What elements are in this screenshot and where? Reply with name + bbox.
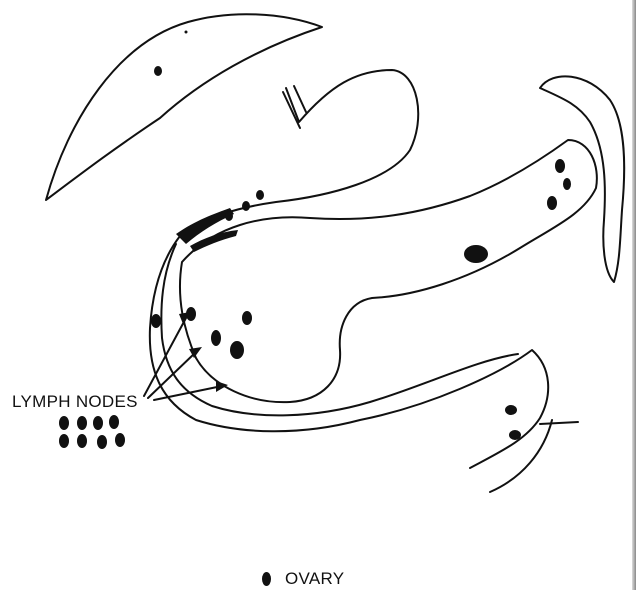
ovary-dot-icon <box>151 314 161 328</box>
ovary-dot-icon <box>77 434 87 448</box>
ovary-dot-icon <box>563 178 571 190</box>
middle-loop-outline <box>161 244 518 415</box>
lower-right-stub <box>540 422 578 424</box>
liver-outline <box>46 14 322 200</box>
ovary-dot-icon <box>555 159 565 173</box>
ovary-dot-icon <box>509 430 521 440</box>
duct-line-1 <box>283 92 300 128</box>
lower-right-outline <box>490 420 552 492</box>
ovary-dot-icon <box>154 66 162 76</box>
ovary-dot-icon <box>242 311 252 325</box>
ovary-dot-icon <box>464 245 488 263</box>
ovary-dot-icon <box>59 434 69 448</box>
ovary-dot-icon <box>59 416 69 430</box>
ovary-dot-icon <box>109 415 119 429</box>
inner-organ-outline <box>180 140 597 402</box>
ovary-dot-icon <box>547 196 557 210</box>
scan-edge <box>632 0 636 590</box>
ovary-dot-icon <box>262 572 271 586</box>
ovary-dot-icon <box>186 307 196 321</box>
ovary-dot-icon <box>230 341 244 359</box>
lymph-nodes-label: LYMPH NODES <box>12 392 138 412</box>
ovary-dot-icon <box>505 405 517 415</box>
outer-loop-outline <box>150 236 548 468</box>
right-hook-outline <box>540 76 624 282</box>
ovary-dot-icon <box>256 190 264 200</box>
ovary-dot-icon <box>211 330 221 346</box>
tiny-mark <box>185 31 188 34</box>
ovary-dot-icon <box>93 416 103 430</box>
ovary-dot-icon <box>242 201 250 211</box>
ovary-dot-icon <box>97 435 107 449</box>
duct-line-2 <box>294 86 306 112</box>
ovary-dot-icon <box>77 416 87 430</box>
ovary-legend: OVARY <box>262 568 344 589</box>
ovary-legend-text: OVARY <box>285 569 344 589</box>
ovary-dot-icon <box>225 211 233 221</box>
ovary-dot-icon <box>115 433 125 447</box>
